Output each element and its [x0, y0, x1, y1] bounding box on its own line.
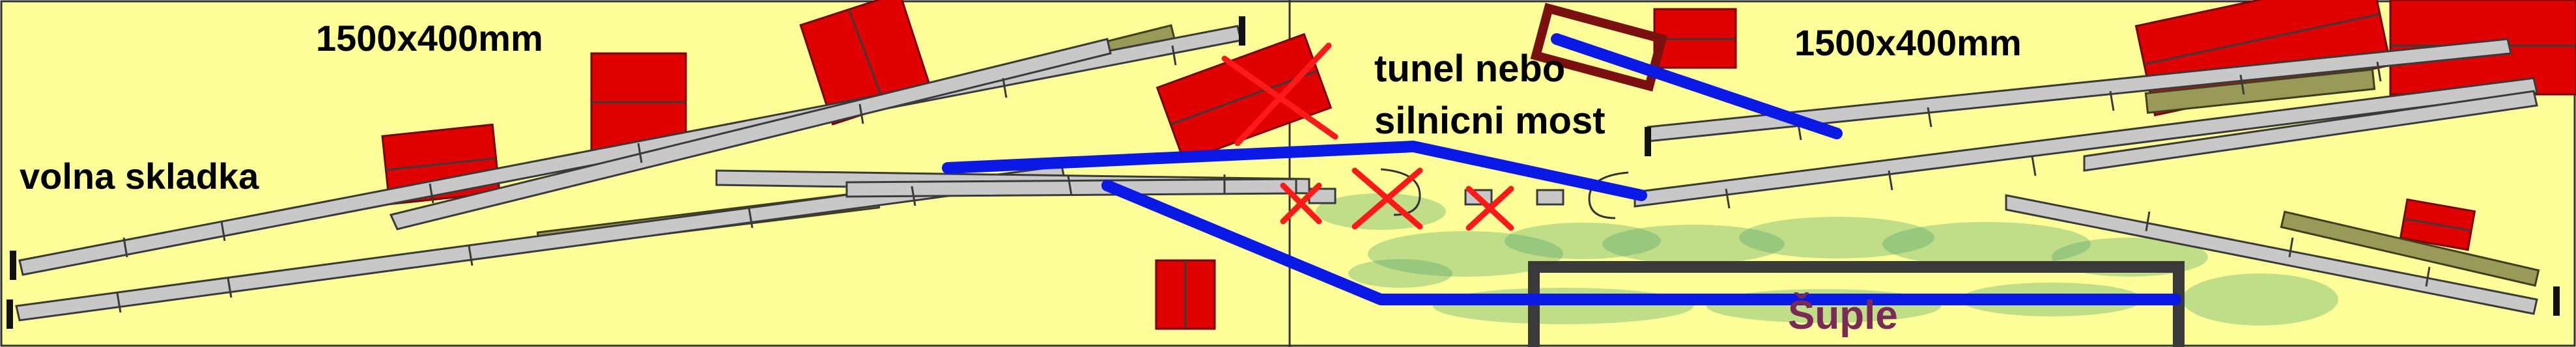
- buffer-stop: [2553, 286, 2560, 316]
- buildings: [381, 0, 2576, 330]
- removal-marks: [1221, 42, 1514, 231]
- size-label-left: 1500x400mm: [316, 18, 543, 59]
- track: [1536, 189, 1564, 206]
- tracks-right: [1634, 38, 2560, 316]
- track: [2083, 90, 2538, 172]
- buffer-stop: [10, 251, 16, 280]
- tunel-label-line2: silnicni most: [1374, 100, 1606, 142]
- buffer-stop: [1239, 16, 1245, 46]
- tunel-label-line1: tunel nebo: [1374, 48, 1565, 90]
- drawer-frame: [1528, 261, 2185, 347]
- track: [1634, 77, 2538, 208]
- volna-skladka-label: volna skladka: [20, 156, 259, 197]
- track: [2005, 194, 2538, 315]
- buffer-stop: [1645, 127, 1651, 156]
- suple-label: Šuple: [1788, 293, 1898, 338]
- tracks-left: [7, 16, 1310, 329]
- proposed-track-lines: [942, 33, 2181, 305]
- tunnel-frame: [1530, 3, 1668, 92]
- track: [389, 38, 1112, 230]
- size-label-right: 1500x400mm: [1794, 22, 2022, 63]
- platform: [2144, 68, 2376, 114]
- buffer-stop: [7, 299, 13, 329]
- track: [845, 178, 1297, 198]
- platform: [2280, 210, 2540, 287]
